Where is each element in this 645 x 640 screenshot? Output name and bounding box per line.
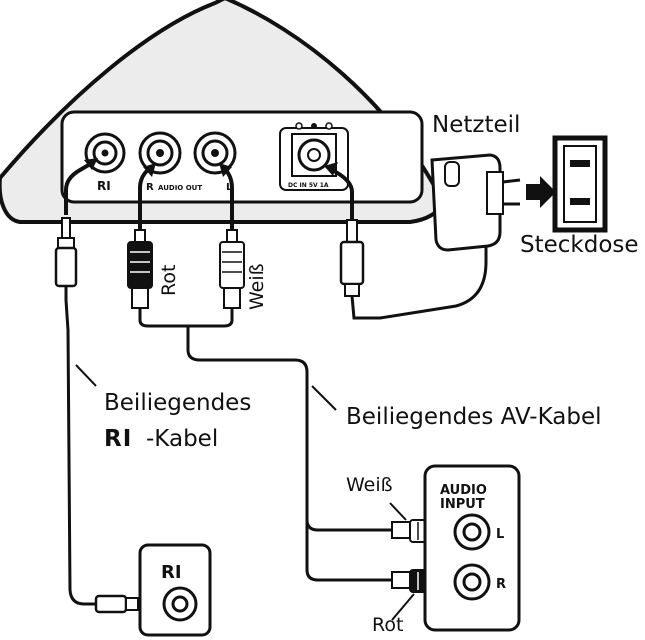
power-adapter bbox=[350, 153, 521, 320]
wall-outlet bbox=[552, 135, 608, 233]
outlet-arrow-icon bbox=[526, 176, 556, 208]
av-cable bbox=[138, 308, 392, 582]
ri-cable bbox=[54, 217, 163, 614]
arrow-head-l bbox=[219, 163, 232, 177]
label-white-vertical: Weiß bbox=[246, 263, 268, 310]
dc-plug bbox=[339, 219, 365, 297]
device-label-l: L bbox=[226, 182, 233, 193]
rca-plug-red-top bbox=[127, 229, 153, 309]
ri-jack-box-logo: RI bbox=[161, 562, 182, 583]
device-port-audio-r bbox=[138, 131, 182, 175]
audio-input-label-l: L bbox=[496, 527, 504, 542]
label-outlet: Steckdose bbox=[520, 232, 639, 258]
ri-jack-box bbox=[138, 543, 212, 637]
label-red-vertical: Rot bbox=[158, 264, 180, 296]
arrow-head-r bbox=[143, 163, 156, 177]
label-power-adapter: Netzteil bbox=[432, 112, 521, 138]
label-ri-cable-line2: -Kabel bbox=[146, 426, 219, 452]
arrow-head-ri bbox=[84, 158, 98, 170]
label-av-cable: Beiliegendes AV-Kabel bbox=[346, 404, 602, 430]
device-label-ri: RI bbox=[97, 179, 111, 193]
leader-white-bottom bbox=[389, 502, 407, 521]
device-port-audio-l bbox=[193, 131, 237, 175]
device-port-dc-in bbox=[295, 122, 333, 172]
rca-plug-white-top bbox=[219, 229, 245, 309]
label-red-bottom: Rot bbox=[372, 614, 404, 636]
audio-input-panel bbox=[423, 464, 521, 632]
device-label-dc-in: DC IN 5V 1A bbox=[288, 182, 329, 189]
label-ri-cable-line1: Beiliegendes bbox=[104, 390, 252, 416]
leader-av-cable bbox=[311, 385, 337, 411]
label-white-bottom: Weiß bbox=[346, 474, 393, 496]
audio-input-title-line1: AUDIO bbox=[440, 483, 487, 498]
label-ri-cable-logo: RI bbox=[104, 426, 133, 452]
device-label-audio-out: AUDIO OUT bbox=[158, 184, 202, 192]
audio-input-title-line2: INPUT bbox=[440, 497, 485, 512]
leader-red-bottom bbox=[391, 593, 415, 621]
leader-ri-cable bbox=[75, 364, 97, 387]
arrow-head-dc bbox=[324, 162, 338, 176]
device-label-r: R bbox=[146, 182, 154, 193]
audio-input-label-r: R bbox=[496, 577, 506, 592]
